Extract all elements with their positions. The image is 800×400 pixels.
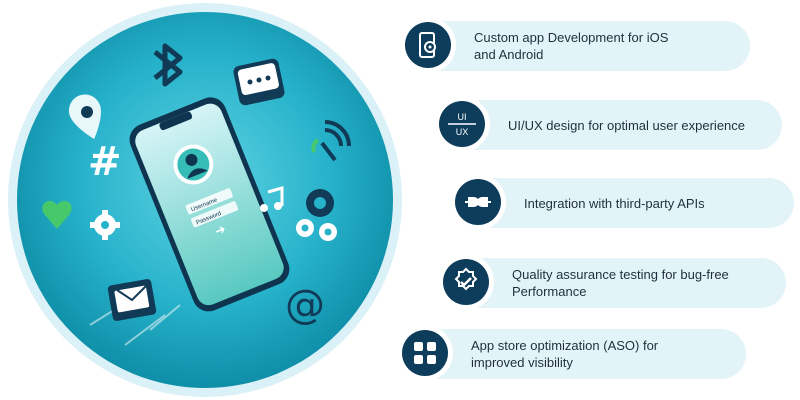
- feature-badge: [450, 174, 506, 230]
- gear-icon: [90, 210, 120, 240]
- feature-badge: UI UX: [434, 96, 490, 152]
- feature-badge: [397, 325, 453, 381]
- feature-badge: [438, 254, 494, 310]
- phone: Username Password: [129, 97, 290, 312]
- app-grid-icon: [414, 342, 436, 364]
- avatar-body: [187, 168, 208, 179]
- music-note-icon: [260, 186, 284, 212]
- feature-badge: [400, 17, 456, 73]
- password-field[interactable]: [190, 201, 239, 228]
- feature-disc: UI UX: [439, 101, 485, 147]
- feature-card-app-development: Custom app Development for iOS and Andro…: [400, 17, 750, 73]
- ui-text: UI: [458, 112, 467, 122]
- chat-icon: [233, 58, 285, 106]
- feature-disc: [402, 330, 448, 376]
- bluetooth-icon: [153, 43, 183, 87]
- avatar-head: [185, 153, 198, 166]
- at-sign-icon: @: [285, 282, 325, 328]
- login-arrow-icon[interactable]: [215, 226, 225, 235]
- hero-svg: Username Password #: [8, 3, 402, 397]
- heart-icon: [42, 200, 72, 229]
- feature-label: App store optimization (ASO) for improve…: [471, 338, 659, 370]
- signal-icon: [320, 120, 351, 162]
- mobile-gear-icon: [419, 32, 436, 58]
- feature-card-api-integration: Integration with third-party APIs: [450, 174, 794, 230]
- plug-icon: [465, 197, 491, 207]
- feature-disc: [405, 22, 451, 68]
- quality-badge-icon: [454, 267, 478, 291]
- username-field[interactable]: [185, 188, 233, 215]
- feature-card-quality-assurance: Quality assurance testing for bug-free P…: [438, 254, 786, 310]
- gear-cluster-icon: [296, 189, 337, 241]
- mail-icon: [107, 279, 157, 321]
- feature-card-aso: App store optimization (ASO) for improve…: [397, 325, 746, 381]
- hashtag-icon: #: [88, 139, 122, 185]
- feature-disc: [443, 259, 489, 305]
- feature-label: Custom app Development for iOS and Andro…: [474, 30, 669, 62]
- location-pin-icon: [68, 94, 101, 140]
- feature-label: UI/UX design for optimal user experience: [508, 117, 746, 133]
- phone-notch: [159, 111, 193, 131]
- feature-label: Quality assurance testing for bug-free P…: [512, 267, 729, 299]
- ui-ux-icon: UI UX: [448, 112, 476, 137]
- ux-text: UX: [456, 127, 469, 137]
- hero-illustration: Username Password #: [8, 3, 402, 397]
- feature-label: Integration with third-party APIs: [524, 195, 705, 211]
- feature-disc: [455, 179, 501, 225]
- feature-card-ui-ux: UI UX UI/UX design for optimal user expe…: [434, 96, 782, 152]
